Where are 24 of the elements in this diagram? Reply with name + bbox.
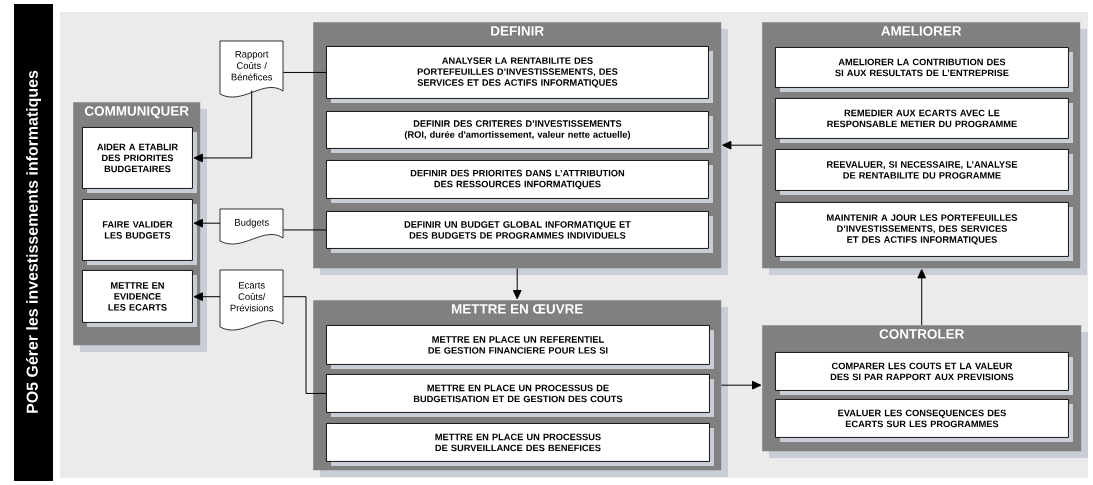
- activity-box: REMEDIER AUX ECARTS AVEC LE RESPONSABLE METIER DU PROGRAMME: [775, 98, 1073, 143]
- activity-box: METTRE EN PLACE UN PROCESSUS DE SURVEILLANCE DES BENEFICES: [326, 423, 714, 466]
- activity-box: DEFINIR DES PRIORITES DANS L’ATTRIBUTION DES RESSOURCES INFORMATIQUES: [326, 160, 713, 203]
- title-banner: PO5 Gérer les investissements informatiques: [14, 4, 53, 481]
- activity-box: FAIRE VALIDER LES BUDGETS: [82, 199, 197, 265]
- activity-box: DEFINIR UN BUDGET GLOBAL INFORMATIQUE ET DES BUDGETS DE PROGRAMMES INDIVIDUELS: [326, 211, 713, 253]
- activity-box: METTRE EN PLACE UN REFERENTIEL DE GESTION FINANCIERE POUR LES SI: [326, 325, 714, 369]
- activity-box: EVALUER LES CONSEQUENCES DES ECARTS SUR LES PROGRAMMES: [775, 399, 1073, 442]
- activity-box: DEFINIR DES CRITERES D’INVESTISSEMENTS (ROI, durée d'amortissement, valeur nette actuelle): [326, 111, 713, 153]
- arrow: [720, 380, 762, 390]
- activity-box: AIDER A ETABLIR DES PRIORITES BUDGETAIRES: [82, 127, 197, 193]
- activity-box: AMELIORER LA CONTRIBUTION DES SI AUX RESULTATS DE L’ENTREPRISE: [775, 47, 1073, 92]
- activity-box: MAINTENIR A JOUR LES PORTEFEUILLES D’INVESTISSEMENTS, DES SERVICES ET DES ACTIFS INFORMATIQUES: [775, 202, 1073, 261]
- arrow: [917, 269, 927, 326]
- arrow: [512, 267, 522, 300]
- arrow: [193, 89, 253, 163]
- arrow: [193, 292, 221, 302]
- arrow: [722, 140, 763, 150]
- activity-box: METTRE EN PLACE UN PROCESSUS DE BUDGETISATION ET DE GESTION DES COUTS: [326, 374, 714, 417]
- arrow: [193, 218, 221, 228]
- activity-box: METTRE EN EVIDENCE LES ECARTS: [82, 270, 197, 327]
- activity-box: ANALYSER LA RENTABILITE DES PORTEFEUILLES D’INVESTISSEMENTS, DES SERVICES ET DES ACTIFS INFORMATIQUES: [326, 46, 713, 103]
- activity-box: COMPARER LES COUTS ET LA VALEUR DES SI PAR RAPPORT AUX PREVISIONS: [775, 352, 1073, 395]
- activity-box: REEVALUER, SI NECESSAIRE, L’ANALYSE DE RENTABILITE DU PROGRAMME: [775, 149, 1073, 195]
